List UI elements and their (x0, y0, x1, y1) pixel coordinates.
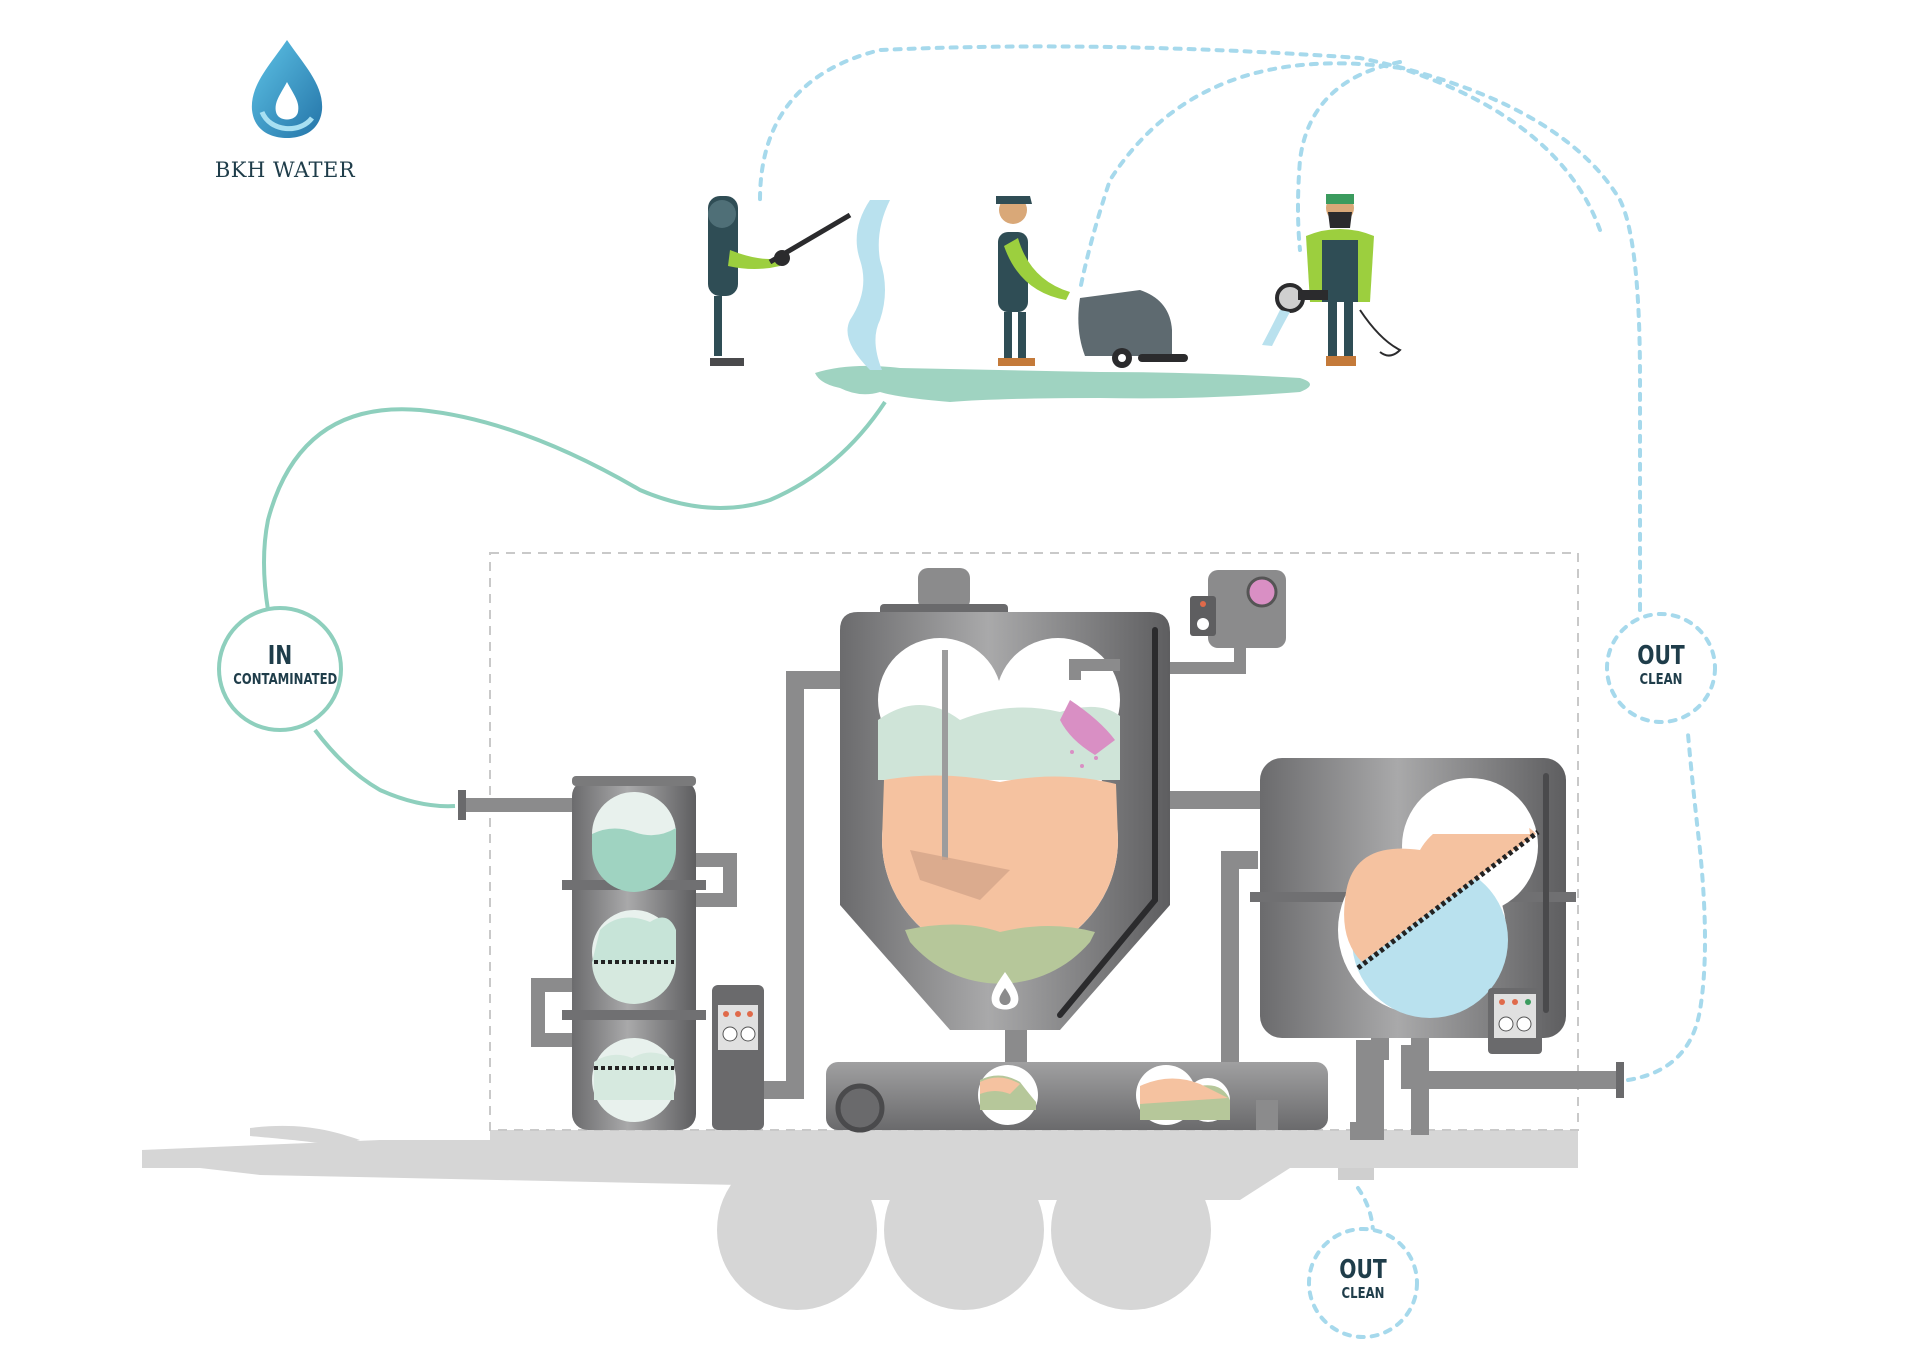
inlet-pipe (458, 790, 572, 820)
pressure-washer-icon (768, 212, 852, 266)
outlet-bottom-badge-ring (1307, 1227, 1419, 1339)
angle-grinder-icon (1262, 283, 1402, 357)
inlet-subtitle: CONTAMINATED (233, 670, 338, 688)
control-panel-2 (1488, 988, 1542, 1054)
recycle-flow-lines (758, 44, 1707, 1262)
pipe-filter-to-reactor (764, 671, 840, 1099)
trailer-chassis (142, 1125, 1578, 1310)
dosing-pump (1170, 570, 1286, 674)
inlet-badge: IN CONTAMINATED (220, 642, 340, 688)
outlet-right-title: OUT (1637, 641, 1685, 671)
wash-spray (847, 200, 890, 370)
outlet-right-subtitle: CLEAN (1639, 670, 1683, 688)
outlet-bottom-title: OUT (1339, 1255, 1387, 1285)
inlet-flow-line-2 (313, 728, 456, 809)
water-drop-logo-icon (251, 40, 323, 138)
outlet-bottom-badge: OUT CLEAN (1313, 1256, 1413, 1302)
reactor-tank (840, 568, 1170, 1030)
floor-scrubber-icon (1078, 290, 1188, 368)
brand-name: BKH WATER (214, 158, 356, 182)
sludge-conveyor (826, 1030, 1328, 1133)
inlet-badge-ring (217, 606, 343, 732)
contaminated-spill (815, 365, 1310, 402)
pressure-washer-worker (708, 196, 852, 366)
outlet-right-badge-ring (1605, 612, 1717, 724)
inlet-flow-line (262, 400, 887, 611)
outlet-right-badge: OUT CLEAN (1611, 642, 1711, 688)
outlet-bottom-subtitle: CLEAN (1341, 1284, 1385, 1302)
floor-scrubber-worker (996, 196, 1188, 368)
filter-column (531, 776, 737, 1130)
inlet-title: IN (267, 641, 293, 671)
settling-tank (1250, 758, 1624, 1140)
angle-grinder-worker (1262, 194, 1402, 366)
pipe-settler-down (1221, 851, 1258, 1070)
control-panel-1 (712, 985, 764, 1130)
